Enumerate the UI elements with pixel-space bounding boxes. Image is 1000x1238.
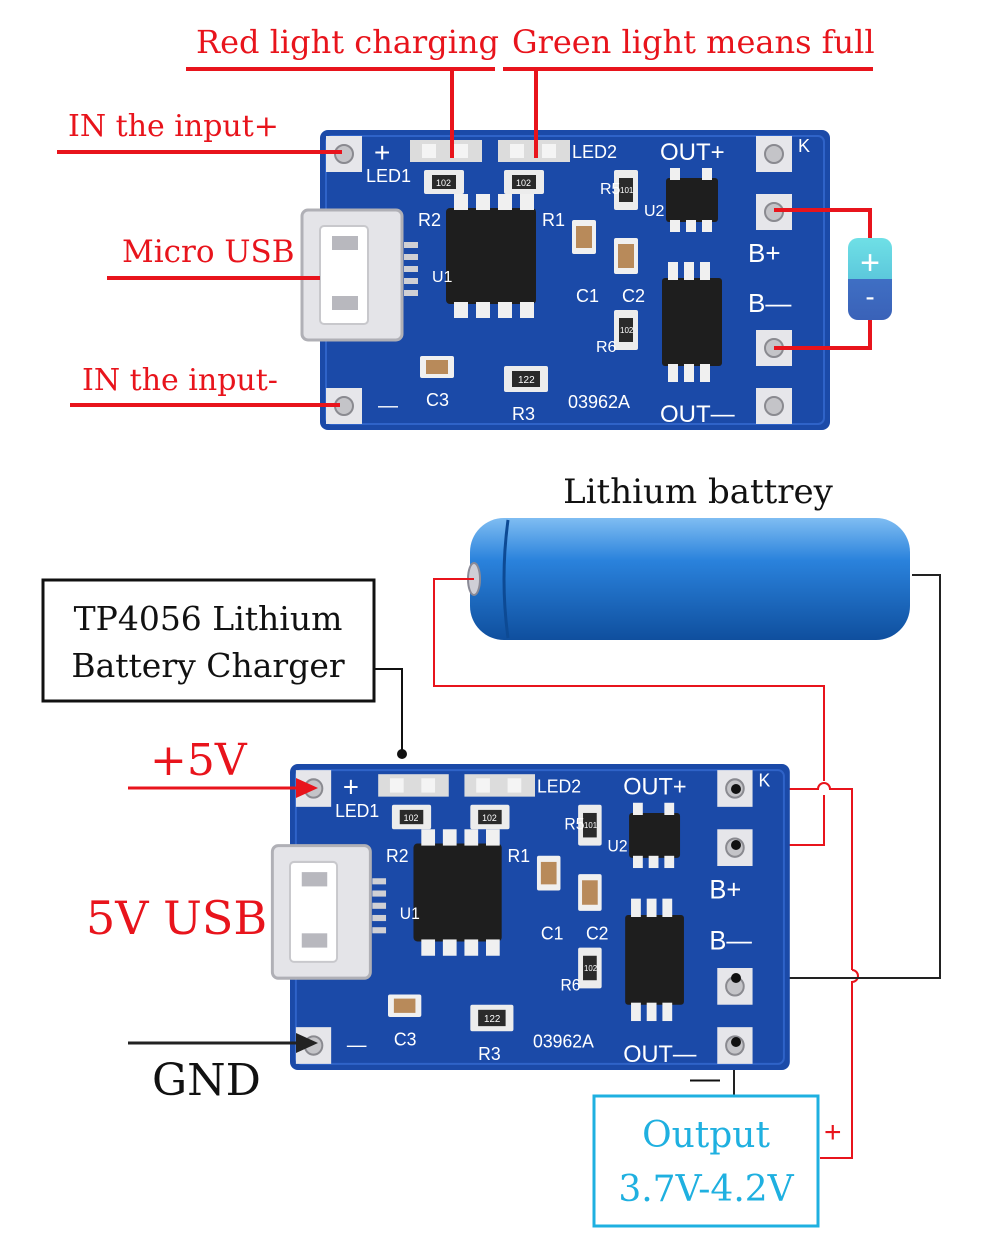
board2-plus-label: + (343, 771, 359, 803)
board-b-plus-label: B+ (748, 238, 781, 268)
board2-code-label: 03962A (533, 1031, 594, 1051)
board-u2-label: U2 (644, 203, 665, 220)
board2-c3-label: C3 (394, 1029, 417, 1049)
board-c2-label: C2 (622, 286, 645, 306)
board2-r6-label: R6 (560, 977, 580, 994)
board-b-minus-label: B— (748, 288, 791, 318)
red-light-label: Red light charging (196, 23, 499, 61)
smd-102-r1: 102 (516, 178, 531, 188)
board2-minus-label: — (347, 1034, 367, 1056)
plus5v-arrow (128, 778, 318, 798)
board2-smd-102-r6: 102 (584, 964, 598, 973)
battery-symbol: + - (848, 238, 892, 320)
top-annotations (57, 67, 873, 407)
board-r5-label: R5 (600, 181, 621, 198)
board-led1-label: LED1 (366, 166, 411, 186)
charger-label-box: TP4056 Lithium Battery Charger (41, 578, 407, 759)
board-r6-label: R6 (596, 339, 617, 356)
usb5v-label: 5V USB (86, 891, 267, 945)
output-label-line1: Output (642, 1115, 770, 1156)
board-r1-label: R1 (542, 210, 565, 230)
smd-122-r3: 122 (518, 375, 535, 386)
output-plus-sign: + (824, 1116, 842, 1149)
top-board: + LED1 LED2 OUT+ K R2 R1 U1 R5 U2 C1 C2 … (300, 128, 832, 432)
battery-symbol-minus: - (865, 281, 874, 312)
board2-r1-label: R1 (508, 846, 531, 866)
battery-wiring (433, 574, 941, 1159)
smd-101-r5: 101 (620, 186, 634, 195)
plus5v-label: +5V (150, 735, 248, 786)
board2-b-plus-label: B+ (709, 874, 741, 905)
board-code-label: 03962A (568, 392, 630, 412)
in-plus-label: IN the input+ (68, 109, 279, 144)
in-minus-label: IN the input- (82, 363, 278, 398)
board2-c1-label: C1 (541, 923, 564, 943)
board-k-label: K (798, 136, 810, 156)
output-minus-sign: — (690, 1062, 720, 1095)
board2-c2-label: C2 (586, 923, 609, 943)
board2-r3-label: R3 (478, 1043, 501, 1063)
charger-label-line2: Battery Charger (71, 646, 344, 685)
board-out-minus-label: OUT— (660, 401, 735, 428)
charger-label-line1: TP4056 Lithium (74, 599, 343, 638)
smd-102-r6: 102 (620, 326, 634, 335)
board-r2-label: R2 (418, 210, 441, 230)
board2-u2-label: U2 (608, 838, 628, 855)
board-c1-label: C1 (576, 286, 599, 306)
board-led2-label: LED2 (572, 142, 617, 162)
lithium-battery (467, 518, 910, 640)
output-label-line2: 3.7V-4.2V (618, 1169, 794, 1210)
board2-out-minus-label: OUT— (623, 1040, 696, 1068)
bottom-pad-dots (731, 784, 741, 1047)
lithium-battery-label: Lithium battrey (563, 472, 834, 512)
green-light-label: Green light means full (512, 23, 875, 61)
board2-led1-label: LED1 (335, 801, 379, 821)
bottom-board: + LED1 LED2 OUT+ K R2 R1 U1 R5 U2 C1 C2 … (270, 762, 792, 1072)
micro-usb-label: Micro USB (122, 234, 295, 270)
board2-b-minus-label: B— (709, 925, 751, 956)
output-box: Output 3.7V-4.2V (592, 1094, 820, 1228)
board2-r5-label: R5 (564, 816, 584, 833)
board-u1-label: U1 (432, 269, 453, 286)
board2-u1-label: U1 (400, 906, 420, 923)
board-plus-label: + (374, 137, 390, 168)
board2-smd-101-r5: 101 (584, 821, 598, 830)
board2-r2-label: R2 (386, 846, 409, 866)
battery-symbol-plus: + (860, 244, 880, 282)
board2-led2-label: LED2 (537, 776, 581, 796)
board-minus-label: — (378, 395, 398, 417)
board2-smd-102-r2: 102 (404, 813, 419, 823)
board-c3-label: C3 (426, 390, 449, 410)
board2-out-plus-label: OUT+ (623, 773, 686, 801)
board2-smd-122-r3: 122 (484, 1014, 501, 1025)
board-r3-label: R3 (512, 404, 535, 424)
board-out-plus-label: OUT+ (660, 139, 725, 166)
smd-102-r2: 102 (436, 178, 451, 188)
board2-smd-102-r1: 102 (482, 813, 497, 823)
gnd-arrow (128, 1033, 318, 1053)
gnd-label: GND (152, 1055, 261, 1106)
board2-k-label: K (758, 770, 770, 790)
